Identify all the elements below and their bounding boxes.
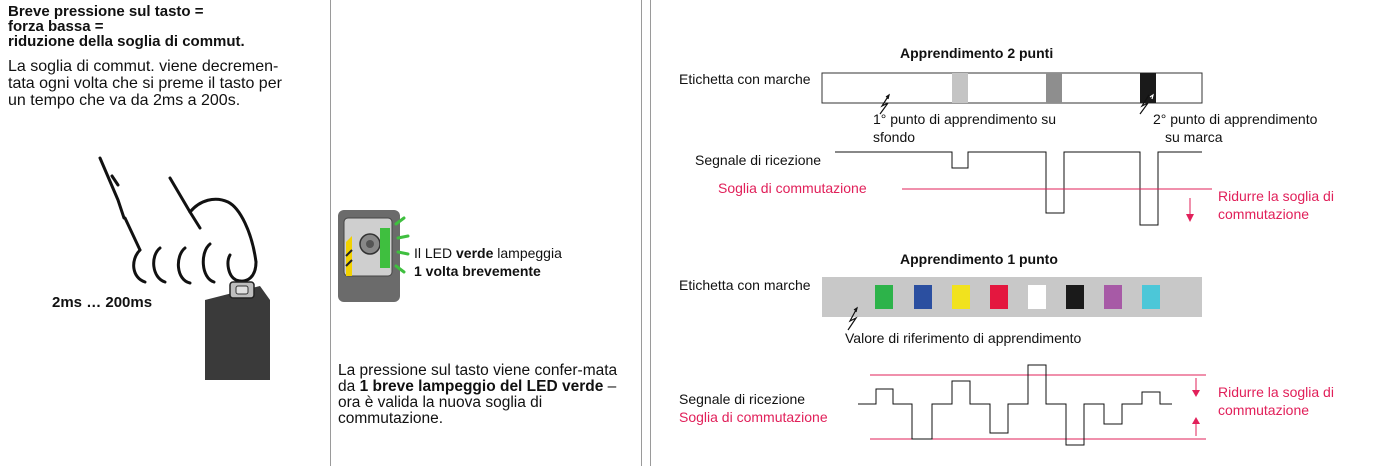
description-text: La soglia di commut. viene decremen- tat… bbox=[8, 58, 282, 109]
reduce-threshold-label-2: commutazione bbox=[1218, 402, 1310, 418]
teach-point-1-label: 1° punto di apprendimento su bbox=[873, 111, 1057, 127]
two-point-title: Apprendimento 2 punti bbox=[900, 45, 1054, 61]
label-strip-caption: Etichetta con marche bbox=[679, 277, 811, 293]
column-divider bbox=[330, 0, 331, 466]
column-divider bbox=[641, 0, 642, 466]
label-strip-two-point bbox=[821, 72, 1203, 104]
reduce-threshold-label: Ridurre la soglia di bbox=[1218, 188, 1334, 204]
led-caption: Il LED verde lampeggia 1 volta brevement… bbox=[414, 245, 562, 279]
led-green-icon bbox=[394, 216, 410, 274]
press-duration-label: 2ms … 200ms bbox=[52, 294, 153, 311]
label-strip-caption: Etichetta con marche bbox=[679, 71, 811, 87]
confirmation-text: La pressione sul tasto viene confer-mata… bbox=[338, 362, 618, 427]
teach-point-marker-icon bbox=[879, 93, 1154, 115]
column-divider bbox=[650, 0, 651, 466]
teach-point-marker-icon bbox=[847, 306, 858, 331]
section-heading: Breve pressione sul tasto = forza bassa … bbox=[8, 3, 245, 50]
sensor-device-icon bbox=[205, 281, 270, 380]
led-sensor-icon bbox=[338, 210, 410, 302]
reduce-threshold-label: Ridurre la soglia di bbox=[1218, 384, 1334, 400]
hand-icon bbox=[98, 156, 258, 285]
signal-label: Segnale di ricezione bbox=[695, 152, 822, 168]
one-point-title: Apprendimento 1 punto bbox=[900, 251, 1058, 267]
teach-point-1-label-2: sfondo bbox=[873, 129, 916, 145]
left-panel: Breve pressione sul tasto = forza bassa … bbox=[8, 4, 326, 109]
threshold-label: Soglia di commutazione bbox=[679, 409, 828, 425]
reduce-arrows-icon bbox=[1192, 378, 1200, 436]
receive-signal-line bbox=[858, 364, 1172, 446]
label-strip-one-point bbox=[822, 277, 1202, 317]
threshold-label: Soglia di commutazione bbox=[718, 180, 867, 196]
reduce-threshold-label-2: commutazione bbox=[1218, 206, 1310, 222]
teach-point-2-label: 2° punto di apprendimento bbox=[1153, 111, 1318, 127]
teach-point-2-label-2: su marca bbox=[1165, 129, 1223, 145]
signal-label: Segnale di ricezione bbox=[679, 391, 806, 407]
receive-signal-line bbox=[835, 151, 1202, 226]
reference-value-label: Valore di riferimento di apprendimento bbox=[845, 330, 1082, 346]
